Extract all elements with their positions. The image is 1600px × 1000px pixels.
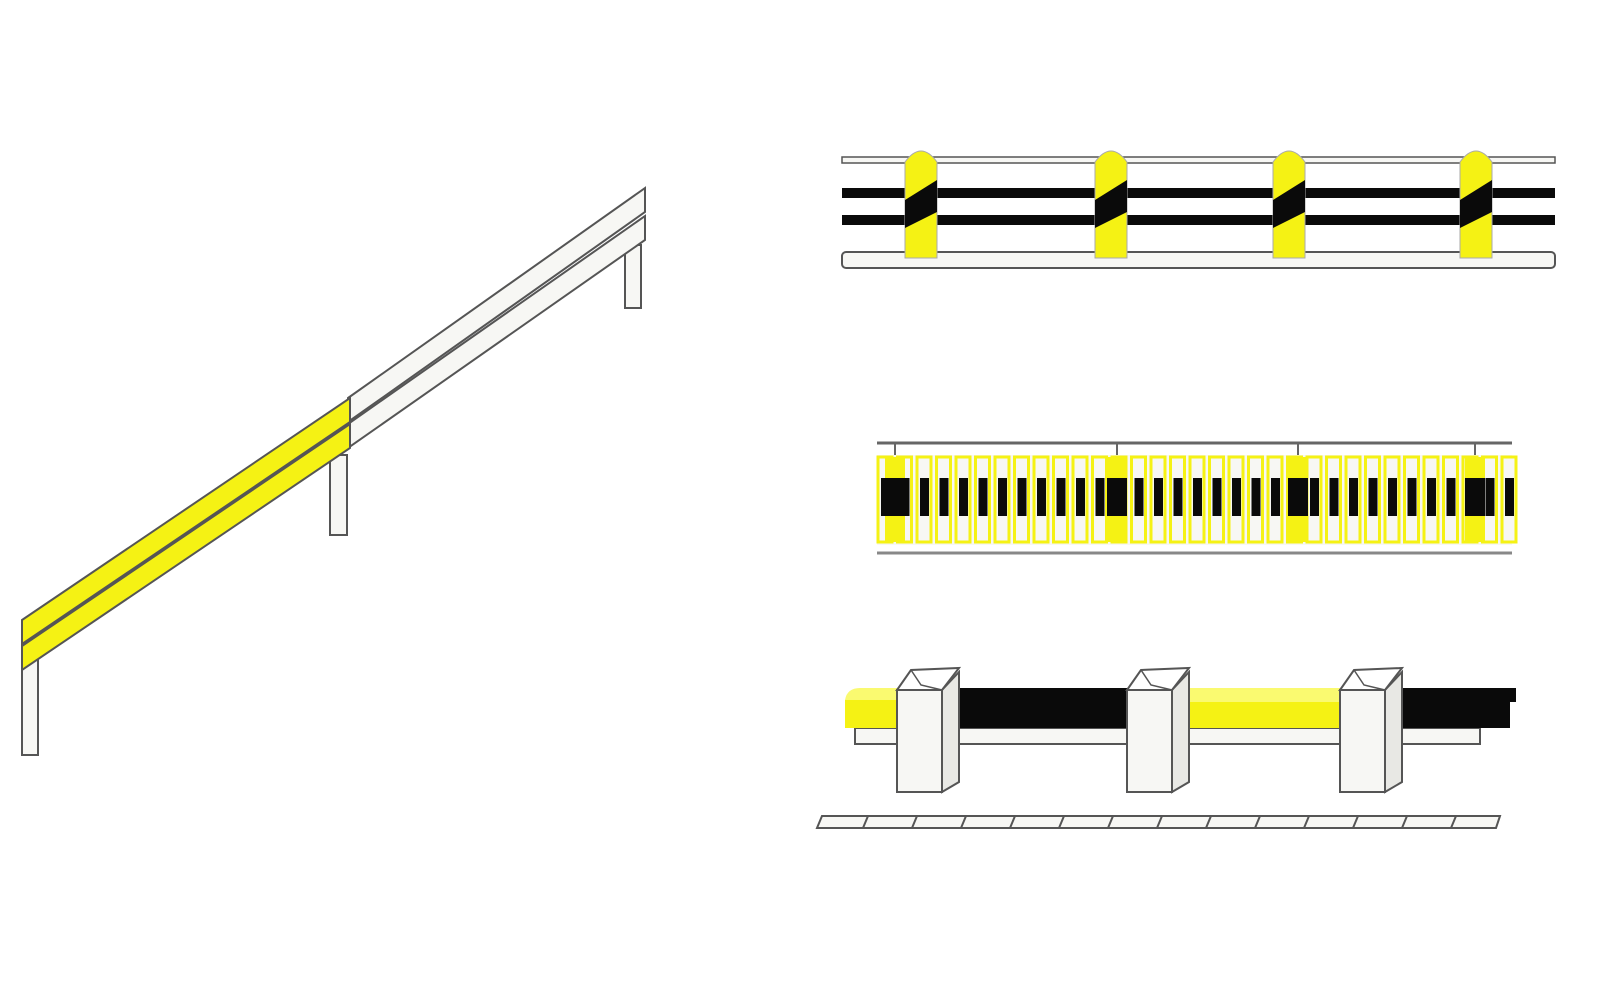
stripe-black xyxy=(1368,478,1378,516)
post-black xyxy=(1107,478,1127,516)
rail-upper-white xyxy=(347,186,646,424)
box-beam-guardrail-with-posts xyxy=(815,666,1516,829)
stripe-black xyxy=(1212,478,1222,516)
post-black xyxy=(885,478,905,516)
guardrail-post xyxy=(329,454,348,536)
ground-tick xyxy=(1107,815,1114,829)
post-front xyxy=(1126,689,1173,793)
stripe-black xyxy=(1407,478,1417,516)
ground-tick xyxy=(862,815,869,829)
ground-tick xyxy=(1303,815,1310,829)
stripe-black xyxy=(1193,478,1202,516)
rail-top-yellow xyxy=(1160,688,1358,702)
ground-tick xyxy=(911,815,918,829)
stripe-black xyxy=(959,478,968,516)
stripe-black xyxy=(1251,478,1261,516)
stripe-black xyxy=(1271,478,1280,516)
ground-tick xyxy=(1058,815,1065,829)
post-side xyxy=(1384,669,1403,794)
post-black xyxy=(1288,478,1308,516)
top-rail xyxy=(841,156,1556,164)
post-black-band xyxy=(1273,180,1305,228)
post-top-edge xyxy=(1353,669,1386,691)
ground-tick xyxy=(1254,815,1261,829)
rail-top-black xyxy=(1368,688,1516,702)
stripe-black xyxy=(1349,478,1358,516)
stripe-black xyxy=(920,478,929,516)
stripe-black xyxy=(1076,478,1085,516)
stripe-black xyxy=(998,478,1007,516)
post-black-band xyxy=(1095,180,1127,228)
elevation-rail-with-yellow-posts xyxy=(841,150,1556,269)
ground-tick xyxy=(1205,815,1212,829)
guardrail-post xyxy=(624,244,642,309)
stripe-black xyxy=(1017,478,1027,516)
post-black-band xyxy=(1460,180,1492,228)
cable-upper xyxy=(842,188,1555,198)
post-black xyxy=(1465,478,1485,516)
ground-tick xyxy=(960,815,967,829)
ground-tick xyxy=(1401,815,1408,829)
stripe-black xyxy=(1427,478,1436,516)
ground-tick xyxy=(1156,815,1163,829)
post-side xyxy=(941,669,960,794)
stripe-black xyxy=(1505,478,1514,516)
ground-tick xyxy=(1009,815,1016,829)
post-front xyxy=(1339,689,1386,793)
stripe-black xyxy=(1154,478,1163,516)
post-top-edge xyxy=(910,669,943,691)
stripe-black xyxy=(1485,478,1495,516)
stripe-black xyxy=(1388,478,1397,516)
post-black-band xyxy=(905,180,937,228)
stripe-black xyxy=(1310,478,1319,516)
stripe-black xyxy=(1329,478,1339,516)
stripe-black xyxy=(1173,478,1183,516)
rail-upper-yellow xyxy=(21,396,351,646)
stripe-black xyxy=(1232,478,1241,516)
stripe-black xyxy=(1446,478,1456,516)
rail-lower-yellow xyxy=(21,422,351,672)
stripe-black xyxy=(1056,478,1066,516)
ground-tick xyxy=(1450,815,1457,829)
ground-tick xyxy=(1352,815,1359,829)
stripe-black xyxy=(978,478,988,516)
post-top-edge xyxy=(1140,669,1173,691)
post-front xyxy=(896,689,943,793)
base-rail xyxy=(841,251,1556,269)
post-side xyxy=(1171,669,1190,794)
stripe-black xyxy=(939,478,949,516)
perspective-guardrail xyxy=(21,186,646,756)
stripe-black xyxy=(1134,478,1144,516)
stripe-black xyxy=(1095,478,1105,516)
rail-top-black xyxy=(930,688,1148,702)
stripe-black xyxy=(1037,478,1046,516)
striped-barrier-plan xyxy=(876,441,1518,555)
cable-lower xyxy=(842,215,1555,225)
rail-lower-white xyxy=(347,214,646,450)
